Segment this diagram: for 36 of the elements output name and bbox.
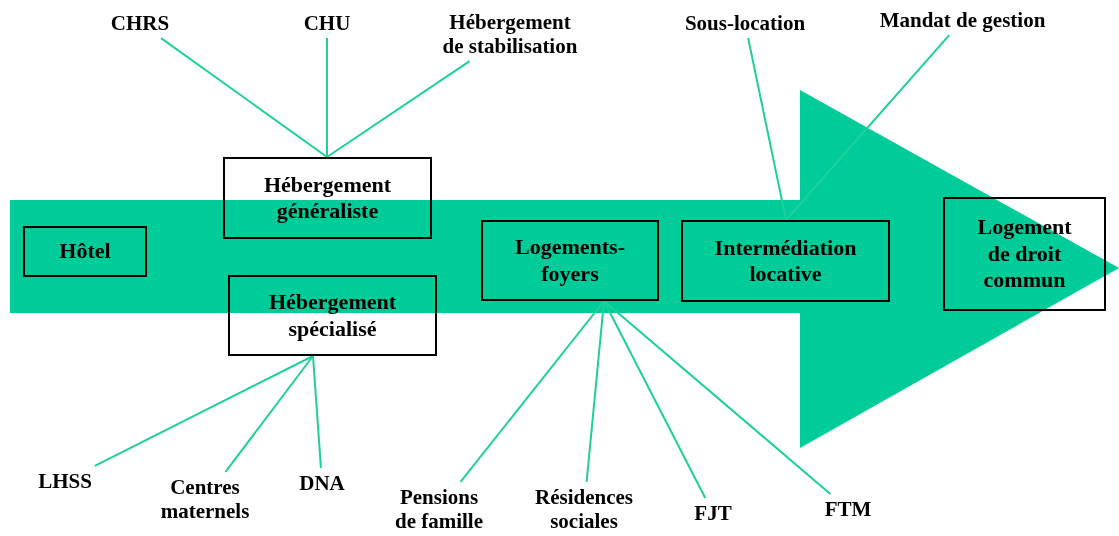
- category-label: Pensions de famille: [393, 484, 485, 534]
- category-label: FTM: [824, 496, 872, 522]
- leader-line: [326, 37, 328, 158]
- stage-box: [23, 226, 147, 277]
- stage-label: Hôtel: [59, 238, 111, 265]
- category-label: Sous-location: [684, 10, 806, 36]
- category-label: Mandat de gestion: [879, 7, 1046, 33]
- stage-box: [223, 157, 432, 239]
- leader-line: [603, 300, 832, 495]
- category-label: Résidences sociales: [534, 484, 634, 534]
- stage-box: [228, 275, 437, 356]
- stage-label: Hébergement généraliste: [262, 171, 393, 225]
- category-label: CHU: [303, 10, 351, 36]
- category-label: CHRS: [110, 10, 170, 36]
- stage-box: [481, 220, 659, 301]
- category-label: Centres maternels: [159, 474, 251, 524]
- leader-line: [585, 300, 605, 483]
- leader-line: [93, 355, 314, 467]
- leader-line: [312, 355, 322, 469]
- leader-line: [459, 300, 605, 483]
- block-arrow: [10, 90, 1119, 448]
- leader-line: [160, 37, 328, 158]
- stage-label: Hébergement spécialisé: [267, 289, 398, 342]
- category-label: DNA: [299, 470, 345, 496]
- stage-box: [681, 220, 890, 302]
- stage-box: [943, 197, 1106, 311]
- stage-label: Logements-foyers: [514, 234, 626, 287]
- leader-line: [785, 34, 951, 221]
- leader-line: [224, 355, 314, 473]
- category-label: FJT: [694, 500, 732, 526]
- leader-line: [603, 300, 707, 499]
- leader-line: [326, 60, 471, 158]
- leader-line: [747, 37, 787, 221]
- category-label: Hébergement de stabilisation: [441, 9, 579, 59]
- category-label: LHSS: [38, 468, 92, 494]
- stage-label: Intermédiation locative: [713, 234, 858, 288]
